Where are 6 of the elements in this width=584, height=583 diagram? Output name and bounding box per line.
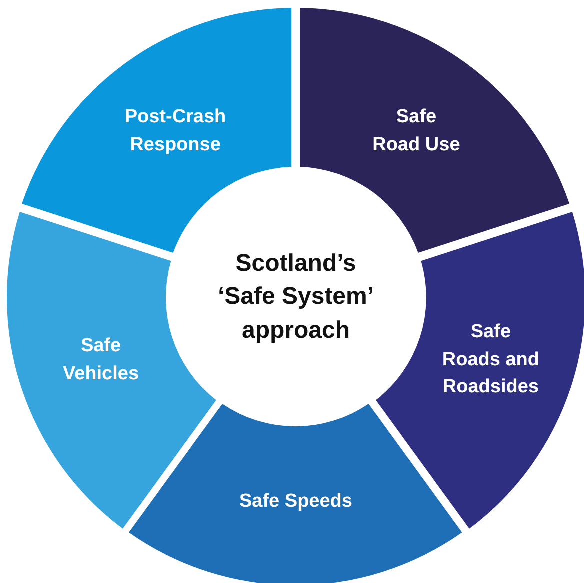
segment-label: Safe Vehicles [62, 334, 140, 386]
center-title: Scotland’s ‘Safe System’ approach [216, 248, 376, 346]
segment-label: Safe Speeds [238, 490, 354, 514]
segment-label: Safe Roads and Roadsides [441, 321, 541, 400]
segment-label: Post-Crash Response [124, 106, 228, 158]
segment-label: Safe Road Use [372, 106, 462, 158]
